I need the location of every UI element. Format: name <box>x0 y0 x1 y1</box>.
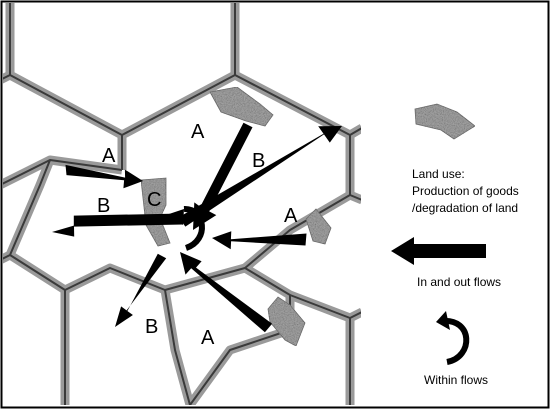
hex-grid-lines <box>3 3 361 405</box>
flow-arrow-bottom-in <box>180 252 273 333</box>
zone-label-b-bottom: B <box>145 316 158 338</box>
zone-label-a-right: A <box>284 205 298 227</box>
legend-land-use-line2: Production of goods <box>412 184 519 198</box>
legend-in-out-flows: In and out flows <box>417 275 501 289</box>
flow-arrows <box>52 122 486 333</box>
land-patch-icon <box>267 296 306 347</box>
zone-label-b-topright: B <box>252 150 265 172</box>
within-flow-arrow-icon <box>436 311 470 365</box>
in-out-flow-arrow-icon <box>391 237 486 265</box>
zone-label-a-top: A <box>191 121 205 143</box>
land-patch-icon <box>209 86 274 127</box>
flow-arrow-out-topright <box>178 126 342 227</box>
zone-label-a-bottom: A <box>201 327 215 349</box>
legend: Land use: Production of goods /degradati… <box>412 167 519 387</box>
legend-land-use-title: Land use: <box>412 167 465 181</box>
land-patch-icon <box>414 103 476 140</box>
flow-arrow-out-bottom <box>115 253 167 327</box>
zone-label-c-center: C <box>147 189 161 211</box>
land-patches <box>140 86 476 347</box>
zone-label-b-left: B <box>97 195 110 217</box>
hex-grid-shadow <box>3 3 361 405</box>
flow-arrow-out-left <box>52 213 184 237</box>
flow-arrow-right-in <box>212 231 307 250</box>
land-patch-icon <box>140 177 171 247</box>
legend-land-use-line3: /degradation of land <box>412 201 518 215</box>
hexagon-grid <box>3 3 361 405</box>
flow-arrow-left-in <box>65 164 143 189</box>
land-patch-icon <box>305 208 332 245</box>
zone-label-a-left: A <box>102 145 116 167</box>
legend-within-flows: Within flows <box>424 373 488 387</box>
zone-labels: A A A A B B B C <box>97 121 298 349</box>
